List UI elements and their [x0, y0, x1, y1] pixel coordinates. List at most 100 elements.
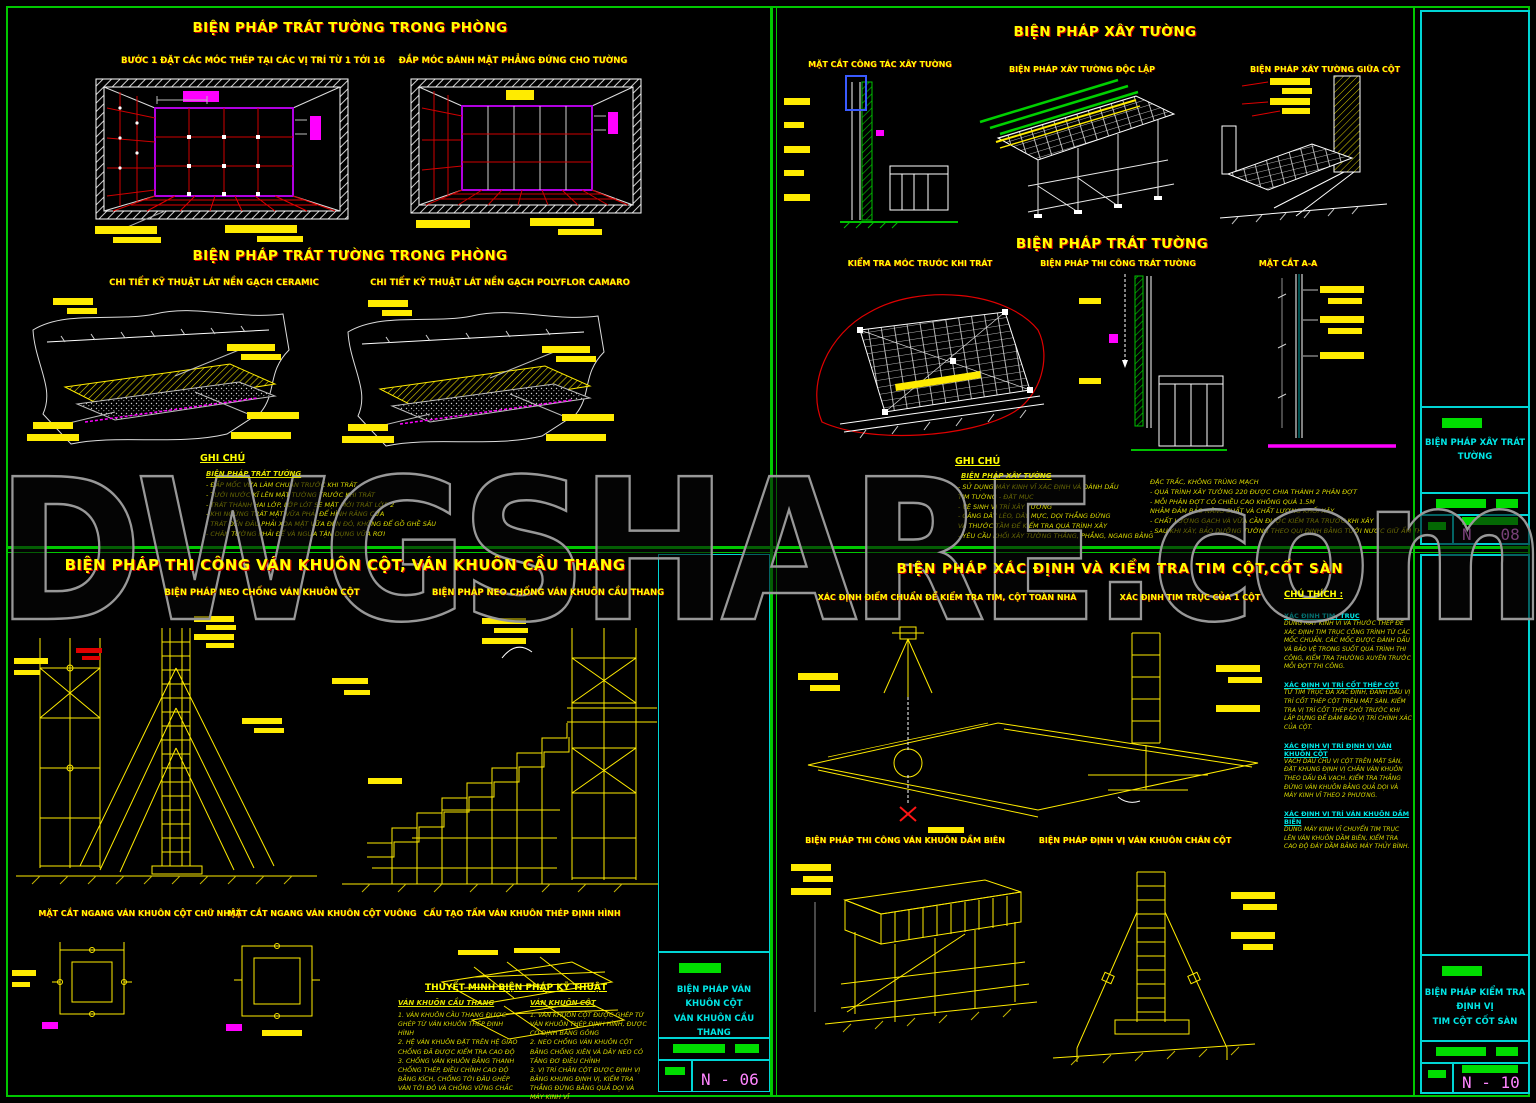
note-line: - VỆ SINH VỊ TRÍ XÂY TƯỜNG: [958, 502, 1052, 511]
q4-datum-label: XÁC ĐỊNH ĐIỂM CHUẨN ĐỂ KIỂM TRA TIM, CỘT…: [817, 593, 1077, 602]
q4-section-header: XÁC ĐỊNH VỊ TRÍ CỐT THÉP CỘT: [1284, 681, 1399, 690]
masonry-section-svg: [784, 75, 958, 229]
q1-step1-label: BƯỚC 1 ĐẶT CÁC MÓC THÉP TẠI CÁC VỊ TRÍ T…: [121, 56, 385, 66]
redacted-text-block: [1436, 1047, 1486, 1056]
q1-notes-list: - ĐẮP MỐC VỮA LÀM CHUẨN TRƯỚC KHI TRÁT -…: [206, 481, 436, 540]
note-line: - CHÂN TƯỜNG PHẢI ĐỂ VÀ NGỪA TẬN DỤNG VỮ…: [206, 529, 386, 538]
titleblock-n08: BIỆN PHÁP XÂY TRÁT TƯỜNG N - 08: [1420, 10, 1530, 545]
note-line: - CHẤT LƯỢNG GẠCH VÀ VỮA CẦN ĐƯỢC KIỂM T…: [1150, 517, 1374, 525]
titleblock-sheet-name: BIỆN PHÁP XÂY TRÁT TƯỜNG: [1424, 438, 1526, 463]
q4-section-body: VẠCH DẤU CHU VI CỘT TRÊN MẶT SÀN, ĐẶT KH…: [1284, 757, 1403, 800]
divider-vertical: [770, 6, 773, 1097]
independent-wall-svg: [979, 78, 1176, 218]
floor-detail-svg-1: [27, 298, 299, 445]
q1-main-title: BIỆN PHÁP TRÁT TƯỜNG TRONG PHÒNG: [192, 20, 508, 36]
divider-vertical-2: [776, 6, 777, 1097]
titleblock-divider-line: [1452, 1062, 1454, 1092]
formwork-scaffold-drawing: [12, 598, 662, 903]
room-perspective-svg-1: [95, 78, 349, 243]
sheet-number: N - 10: [1462, 1073, 1520, 1092]
plaster-check-wall-drawing: [800, 272, 1060, 462]
redacted-text-block: [1462, 517, 1518, 525]
q1-detail1-label: CHI TIẾT KỸ THUẬT LÁT NỀN GẠCH CERAMIC: [109, 278, 319, 288]
q2-notes-col2: ĐẶC TRẮC, KHÔNG TRÙNG MẠCH - QUÁ TRÌNH X…: [1150, 478, 1468, 537]
redacted-text-block: [665, 1067, 685, 1075]
note-line: - MỖI PHÂN ĐỢT CÓ CHIỀU CAO KHÔNG QUÁ 1.…: [1150, 497, 1316, 506]
q4-colbase-label: BIỆN PHÁP ĐỊNH VỊ VÁN KHUÔN CHÂN CỘT: [1038, 836, 1232, 845]
redacted-text-block: [673, 1044, 725, 1053]
redacted-text-block: [1436, 499, 1486, 508]
titleblock-sheet-name: BIỆN PHÁP KIỂM TRA ĐỊNH VỊ TIM CỘT CỐT S…: [1422, 986, 1528, 1029]
q2-cut-label: MẶT CẮT A-A: [1258, 259, 1318, 268]
titleblock-divider-line: [659, 1037, 769, 1039]
note-line: - SAU KHI XÂY, BẢO DƯỠNG TƯỜNG THEO QUI …: [1150, 526, 1468, 535]
note-line: - CĂNG DÂY LÈO, DÂY MỰC, DỌI THẲNG ĐỨNG: [958, 512, 1111, 521]
titleblock-divider-line: [1422, 954, 1528, 956]
q4-beam-label: BIỆN PHÁP THI CÔNG VÁN KHUÔN DẦM BIÊN: [805, 836, 1005, 845]
redacted-text-block: [1442, 966, 1482, 976]
q1-notes-header: GHI CHÚ: [200, 453, 246, 464]
titleblock-sheet-name-line1: BIỆN PHÁP VÁN KHUÔN CỘT: [676, 985, 752, 1010]
redacted-text-block: [1496, 499, 1518, 508]
q3-spec2-header: VÁN KHUÔN CỘT: [530, 999, 596, 1007]
note-line: ĐẶC TRẮC, KHÔNG TRÙNG MẠCH: [1150, 478, 1259, 486]
q2-section-label: MẶT CẮT CÔNG TÁC XÂY TƯỜNG: [808, 60, 952, 69]
room-perspective-drawing-1: [95, 78, 357, 246]
q3-spec1-header: VÁN KHUÔN CẦU THANG: [398, 999, 495, 1007]
q1-detail2-label: CHI TIẾT KỸ THUẬT LÁT NỀN GẠCH POLYFLOR …: [370, 278, 630, 288]
note-line: - TRÁT ĐẾN ĐÂU PHẢI XOA MẶT VỮA ĐẾN ĐÓ, …: [206, 520, 437, 528]
q4-section-header: XÁC ĐỊNH VỊ TRÍ VÁN KHUÔN DẦM BIÊN: [1284, 810, 1410, 826]
q3-column-label: BIỆN PHÁP NEO CHỐNG VÁN KHUÔN CỘT: [164, 588, 360, 598]
q3-stair-label: BIỆN PHÁP NEO CHỐNG VÁN KHUÔN CẦU THANG: [431, 588, 665, 598]
redacted-text-block: [1428, 1070, 1446, 1078]
redacted-text-block: [1428, 522, 1446, 530]
titleblock-sheet-name: BIỆN PHÁP VÁN KHUÔN CỘT VÁN KHUÔN CẦU TH…: [659, 983, 769, 1041]
sheet-number: N - 08: [1462, 525, 1520, 544]
floor-detail-drawing-2: [340, 292, 640, 457]
titleblock-sheet-name-line2: TIM CỘT CỐT SÀN: [1432, 1016, 1518, 1027]
wall-between-columns-svg: [1219, 75, 1388, 225]
q1-step2-label: ĐẮP MÓC ĐÁNH MẶT PHẲNG ĐỨNG CHO TƯỜNG: [398, 56, 628, 66]
spec-line: 3. CHỐNG VÁN KHUÔN BẰNG THANH CHỐNG THÉP…: [398, 1057, 515, 1092]
q1-mid-title: BIỆN PHÁP TRÁT TƯỜNG TRONG PHÒNG: [192, 248, 508, 264]
sheet-number: N - 06: [701, 1070, 759, 1089]
titleblock-divider-line: [1452, 514, 1454, 543]
survey-datum-drawing: [788, 605, 1283, 840]
masonry-section-drawing: [782, 70, 962, 235]
formwork-sections-svg: [12, 942, 626, 1040]
section-aa-svg: [1268, 274, 1396, 448]
note-line: NHẰM ĐẢM BẢO NĂNG SUẤT VÀ CHẤT LƯỢNG KHỐ…: [1150, 507, 1335, 516]
redacted-text-block: [735, 1044, 759, 1053]
note-line: - ĐẮP MỐC VỮA LÀM CHUẨN TRƯỚC KHI TRÁT: [206, 481, 357, 489]
q4-section-body: DÙNG MÁY KINH VĨ VÀ THƯỚC THÉP ĐỂ XÁC ĐỊ…: [1284, 620, 1411, 671]
titleblock-divider-line: [1422, 406, 1528, 408]
q2-notes-col1: - SỬ DỤNG MÁY KINH VĨ XÁC ĐỊNH VÀ ĐÁNH D…: [958, 483, 1153, 542]
q4-axis-label: XÁC ĐỊNH TIM TRỤC CỦA 1 CỘT: [1119, 593, 1261, 602]
plaster-method-section-svg: [1079, 274, 1227, 451]
q3-spec-title: THUYẾT MINH BIỆN PHÁP KỸ THUẬT: [425, 983, 607, 993]
q3-spec1-notes: 1. VÁN KHUÔN CẦU THANG ĐƯỢC GHÉP TỪ VÁN …: [398, 1011, 520, 1093]
titleblock-sheet-name-line2: VÁN KHUÔN CẦU THANG: [673, 1013, 755, 1039]
divider-horizontal: [6, 546, 1530, 549]
titleblock-divider: [1413, 6, 1415, 1097]
room-perspective-drawing-2: [410, 78, 650, 238]
titleblock-sheet-name-line1: BIỆN PHÁP KIỂM TRA ĐỊNH VỊ: [1424, 988, 1526, 1013]
q2-notes-subheader: BIỆN PHÁP XÂY TƯỜNG: [961, 472, 1052, 480]
q2-mid-title: BIỆN PHÁP TRÁT TƯỜNG: [1015, 236, 1209, 252]
q2-notes-header: GHI CHÚ: [955, 456, 1001, 467]
floor-detail-drawing-1: [25, 292, 325, 457]
q4-notes-header: CHÚ THÍCH :: [1284, 590, 1343, 600]
spec-line: 2. NEO CHỐNG VÁN KHUÔN CỘT BẰNG CHỐNG XI…: [530, 1039, 643, 1065]
note-line: VÀ THƯỚC TẦM ĐỂ KIỂM TRA QUÁ TRÌNH XÂY: [958, 522, 1108, 530]
redacted-text-block: [1462, 1065, 1518, 1073]
frame-border-top: [6, 6, 1530, 8]
q2-check-label: KIỂM TRA MÓC TRƯỚC KHI TRÁT: [847, 259, 993, 268]
q2-method-label: BIỆN PHÁP THI CÔNG TRÁT TƯỜNG: [1040, 259, 1196, 268]
plaster-check-wall-svg: [816, 294, 1045, 439]
room-perspective-svg-2: [410, 78, 642, 235]
spec-line: 1. VÁN KHUÔN CẦU THANG ĐƯỢC GHÉP TỪ VÁN …: [398, 1012, 507, 1038]
beam-column-formwork-drawing: [785, 852, 1305, 1084]
spec-line: 2. HỆ VÁN KHUÔN ĐẶT TRÊN HỆ GIÁO CHỐNG Đ…: [398, 1039, 518, 1056]
note-line: - SỬ DỤNG MÁY KINH VĨ XÁC ĐỊNH VÀ ĐÁNH D…: [958, 483, 1119, 491]
q1-notes-subheader: BIỆN PHÁP TRÁT TƯỜNG: [206, 470, 302, 478]
